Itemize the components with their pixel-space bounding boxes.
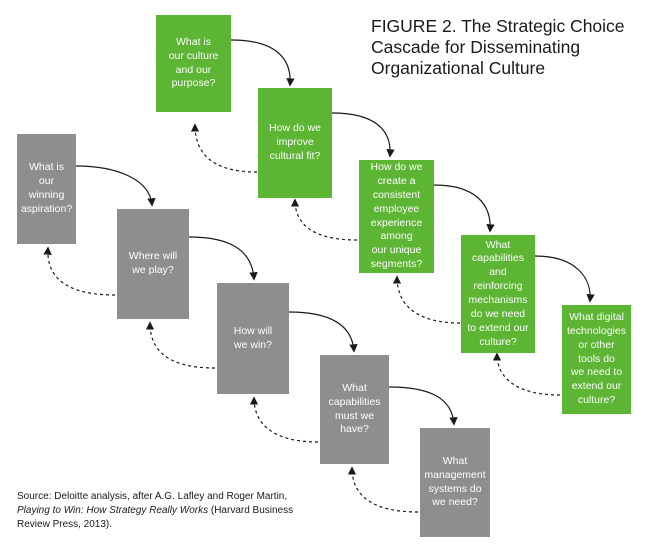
gray-box-where-to-play: Where will we play? bbox=[117, 209, 189, 319]
green-box-employee-experience: How do we create a consistent employee e… bbox=[359, 160, 434, 273]
green-back-arrow-1 bbox=[190, 123, 258, 173]
source-suffix: (Harvard Business Review Press, 2013). bbox=[17, 505, 294, 530]
figure-title: FIGURE 2. The Strategic Choice Cascade f… bbox=[371, 16, 625, 78]
gray-forward-arrow-1 bbox=[75, 165, 156, 207]
gray-box-winning-aspiration: What is our winning aspiration? bbox=[17, 134, 76, 244]
green-forward-arrow-1 bbox=[230, 39, 295, 87]
gray-back-arrow-4 bbox=[347, 466, 419, 513]
gray-forward-arrow-3 bbox=[288, 311, 358, 353]
source-note: Source: Deloitte analysis, after A.G. La… bbox=[17, 490, 317, 532]
green-forward-arrow-4 bbox=[534, 255, 595, 303]
green-forward-arrow-2 bbox=[331, 112, 395, 158]
source-prefix: Source: Deloitte analysis, after A.G. La… bbox=[17, 491, 288, 502]
gray-forward-arrow-2 bbox=[188, 236, 258, 281]
gray-forward-arrow-4 bbox=[388, 386, 458, 426]
gray-box-management-systems: What management systems do we need? bbox=[420, 428, 490, 537]
gray-box-how-to-win: How will we win? bbox=[217, 283, 289, 394]
green-box-cultural-fit: How do we improve cultural fit? bbox=[258, 88, 332, 198]
green-box-digital-technologies: What digital technologies or other tools… bbox=[562, 305, 631, 414]
gray-back-arrow-1 bbox=[43, 246, 116, 296]
gray-back-arrow-3 bbox=[249, 396, 319, 443]
green-back-arrow-2 bbox=[290, 198, 358, 241]
green-back-arrow-4 bbox=[492, 352, 561, 396]
green-box-capabilities-mechanisms: What capabilities and reinforcing mechan… bbox=[461, 235, 535, 353]
gray-back-arrow-2 bbox=[145, 321, 216, 369]
gray-box-capabilities: What capabilities must we have? bbox=[320, 355, 389, 464]
green-forward-arrow-3 bbox=[433, 184, 495, 233]
green-back-arrow-3 bbox=[392, 275, 461, 324]
green-box-culture-purpose: What is our culture and our purpose? bbox=[156, 15, 231, 112]
source-book-title: Playing to Win: How Strategy Really Work… bbox=[17, 505, 209, 516]
